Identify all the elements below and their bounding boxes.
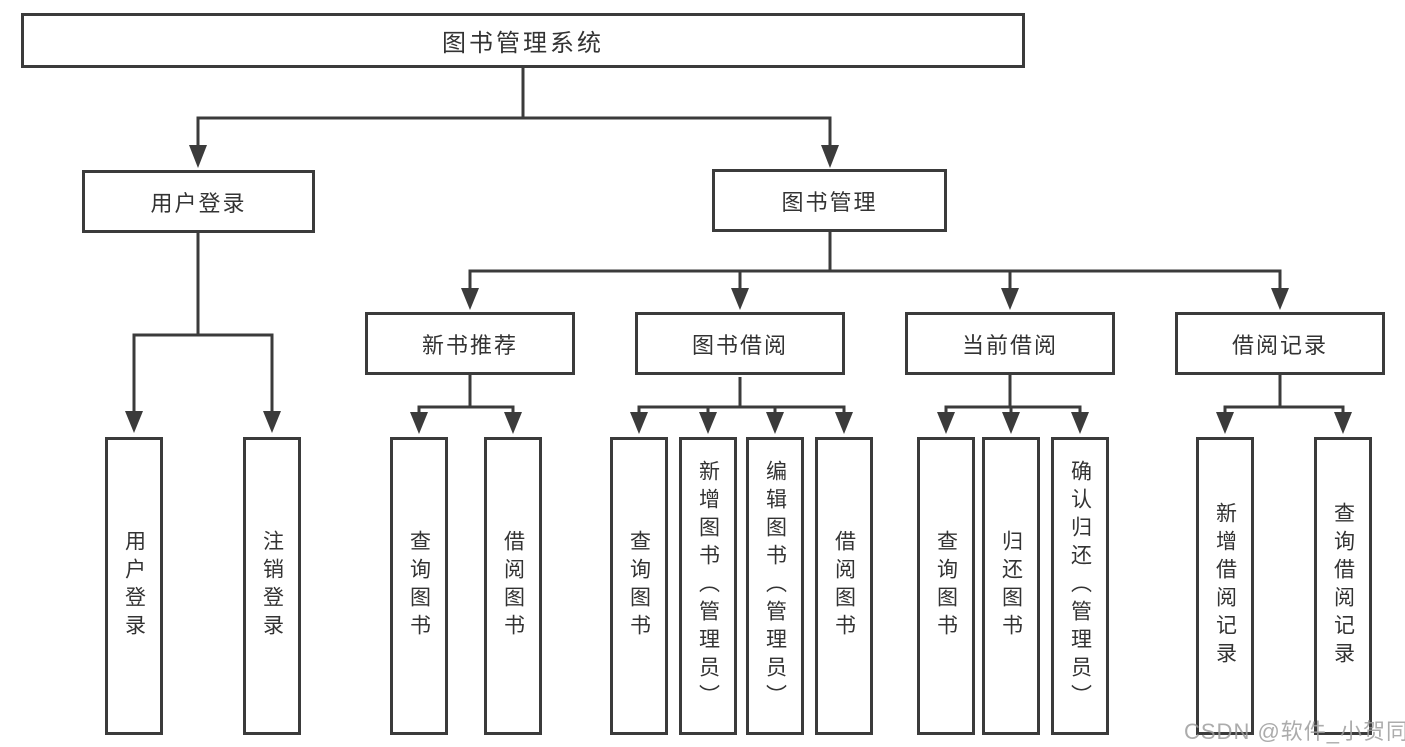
node-book-management: 图书管理 — [712, 169, 947, 232]
connector-root — [196, 67, 832, 150]
leaf-confirm-return-admin: 确认归还（管理员） — [1051, 437, 1109, 735]
arrow-icon — [731, 288, 749, 310]
leaf-recommend-search-book-label: 查询图书 — [407, 530, 431, 642]
node-new-book-recommend: 新书推荐 — [365, 312, 575, 375]
arrow-icon — [1002, 412, 1020, 434]
leaf-logout: 注销登录 — [243, 437, 301, 735]
leaf-borrow-search-book: 查询图书 — [610, 437, 668, 735]
arrow-icon — [630, 412, 648, 434]
leaf-borrow-book-label: 借阅图书 — [832, 530, 856, 642]
csdn-watermark: CSDN @软件_小贺同学 — [1184, 719, 1405, 744]
arrow-icon — [937, 412, 955, 434]
leaf-search-borrow-record-label: 查询借阅记录 — [1331, 502, 1355, 670]
connector-book-borrow — [637, 377, 846, 415]
node-new-book-recommend-label: 新书推荐 — [421, 332, 518, 358]
connector-user-login — [132, 233, 274, 413]
arrow-icon — [821, 145, 839, 168]
arrow-icon — [461, 288, 479, 310]
leaf-borrow-search-book-label: 查询图书 — [627, 530, 651, 642]
arrow-icon — [1216, 412, 1234, 434]
leaf-add-book-admin-label: 新增图书（管理员） — [696, 460, 720, 712]
node-current-borrow: 当前借阅 — [905, 312, 1115, 375]
arrow-icon — [1001, 288, 1019, 310]
leaf-add-book-admin: 新增图书（管理员） — [679, 437, 737, 735]
connector-book-management — [468, 232, 1282, 290]
arrow-icon — [504, 412, 522, 434]
leaf-user-login: 用户登录 — [105, 437, 163, 735]
leaf-search-borrow-record: 查询借阅记录 — [1314, 437, 1372, 735]
leaf-recommend-search-book: 查询图书 — [390, 437, 448, 735]
connector-new-book — [417, 375, 515, 415]
leaf-borrow-book: 借阅图书 — [815, 437, 873, 735]
connector-borrow-records — [1223, 375, 1345, 415]
arrow-icon — [263, 411, 281, 433]
leaf-add-borrow-record: 新增借阅记录 — [1196, 437, 1254, 735]
arrow-icon — [766, 412, 784, 434]
leaf-logout-label: 注销登录 — [260, 530, 284, 642]
arrow-icon — [125, 411, 143, 433]
leaf-current-search-book-label: 查询图书 — [934, 530, 958, 642]
node-current-borrow-label: 当前借阅 — [961, 332, 1058, 358]
leaf-recommend-borrow-book: 借阅图书 — [484, 437, 542, 735]
arrow-icon — [189, 145, 207, 168]
node-user-login: 用户登录 — [82, 170, 315, 233]
leaf-edit-book-admin: 编辑图书（管理员） — [746, 437, 804, 735]
connector-current-borrow — [944, 375, 1082, 415]
arrow-icon — [1271, 288, 1289, 310]
arrow-icon — [835, 412, 853, 434]
leaf-return-book-label: 归还图书 — [999, 530, 1023, 642]
leaf-user-login-label: 用户登录 — [122, 530, 146, 642]
node-root-label: 图书管理系统 — [442, 30, 604, 57]
node-borrow-records: 借阅记录 — [1175, 312, 1385, 375]
leaf-return-book: 归还图书 — [982, 437, 1040, 735]
leaf-edit-book-admin-label: 编辑图书（管理员） — [763, 460, 787, 712]
arrow-icon — [1071, 412, 1089, 434]
arrow-icon — [1334, 412, 1352, 434]
arrow-icon — [410, 412, 428, 434]
leaf-current-search-book: 查询图书 — [917, 437, 975, 735]
node-book-borrow-label: 图书借阅 — [691, 332, 788, 358]
node-root: 图书管理系统 — [21, 13, 1025, 68]
leaf-add-borrow-record-label: 新增借阅记录 — [1213, 502, 1237, 670]
node-book-borrow: 图书借阅 — [635, 312, 845, 375]
leaf-recommend-borrow-book-label: 借阅图书 — [501, 530, 525, 642]
node-user-login-label: 用户登录 — [150, 190, 247, 216]
node-borrow-records-label: 借阅记录 — [1231, 332, 1328, 358]
arrow-icon — [699, 412, 717, 434]
leaf-confirm-return-admin-label: 确认归还（管理员） — [1068, 460, 1092, 712]
node-book-management-label: 图书管理 — [781, 189, 878, 215]
